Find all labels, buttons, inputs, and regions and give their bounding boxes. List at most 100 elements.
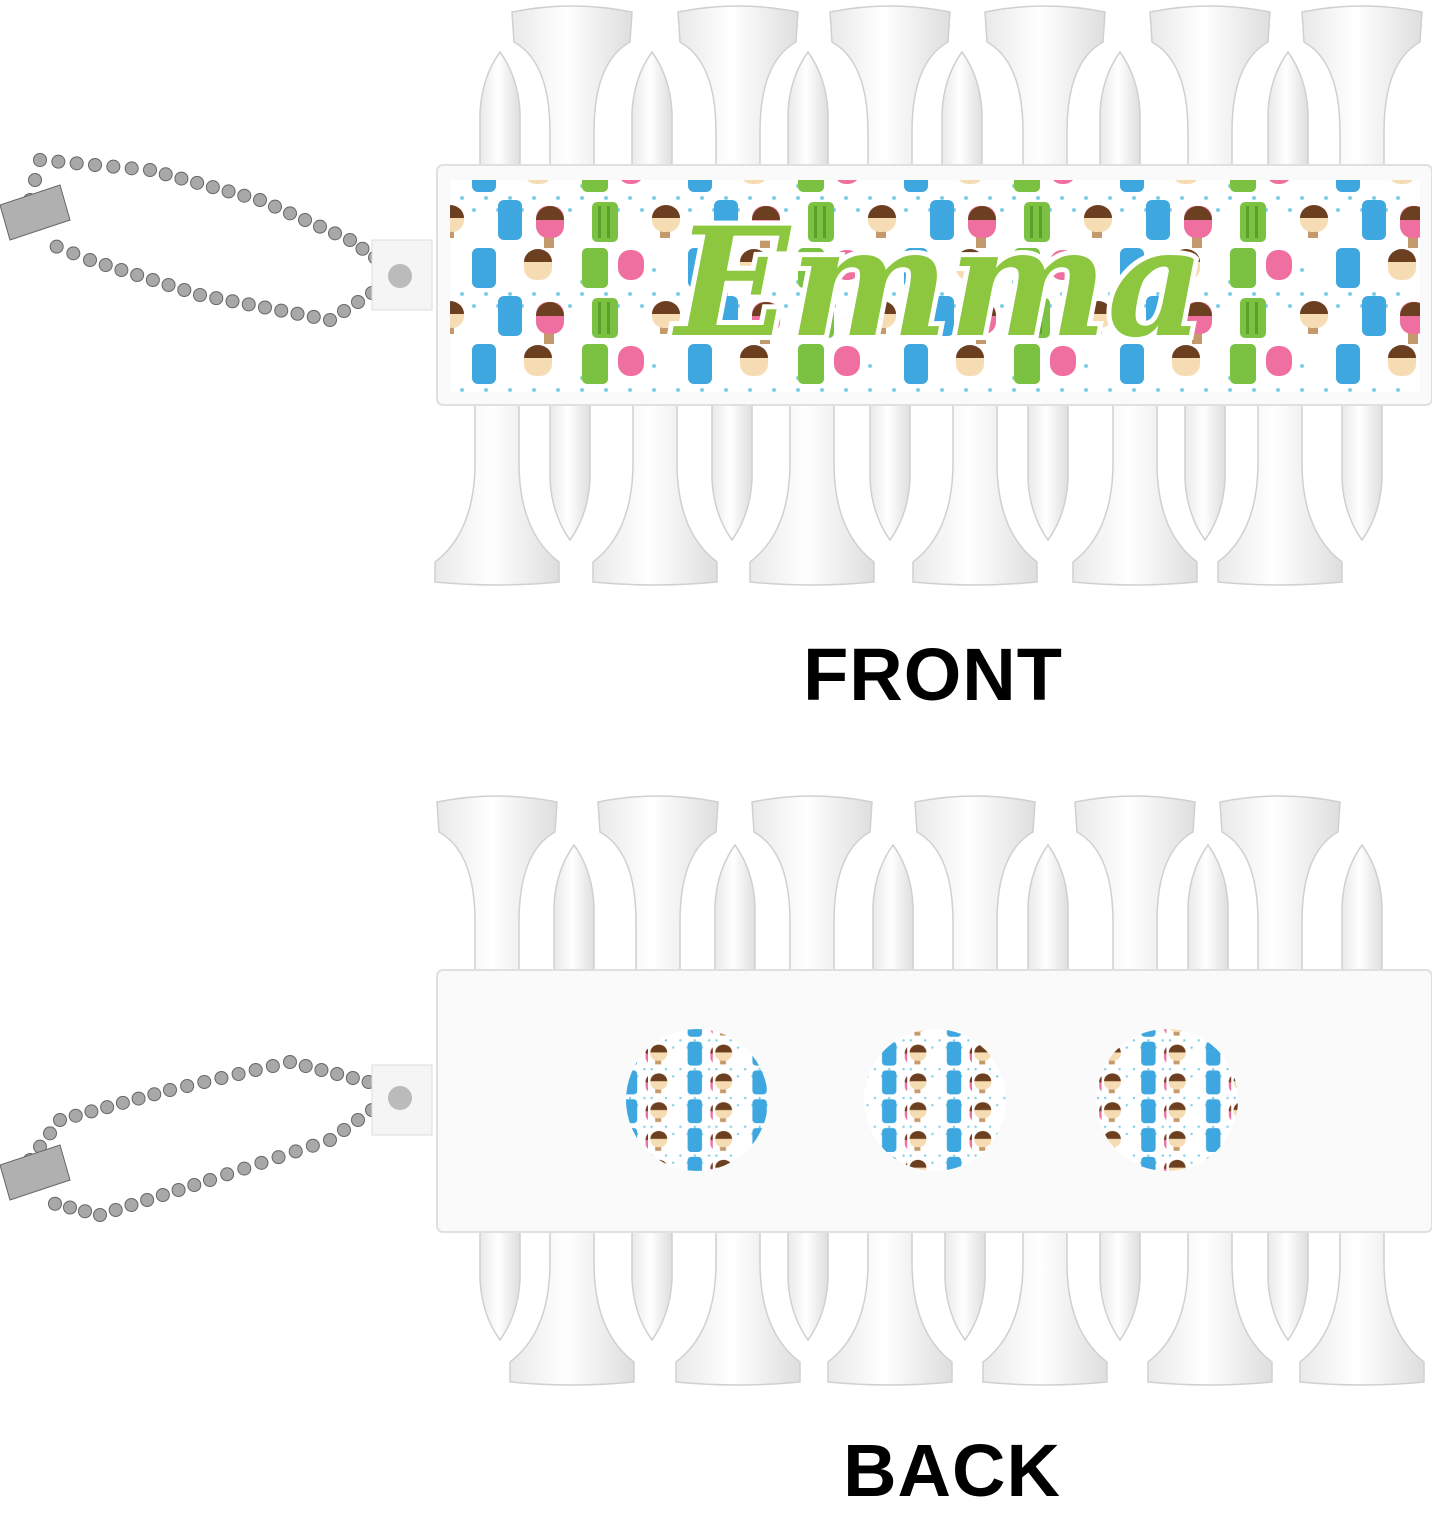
chain-bead <box>180 1079 195 1093</box>
chain-bead <box>323 1133 337 1147</box>
big-tee <box>1074 795 1196 1001</box>
big-tee <box>597 795 719 1001</box>
chain-bead <box>171 1183 186 1197</box>
chain-bead <box>337 304 351 318</box>
pointed-tee <box>1027 379 1069 542</box>
pattern-circle-1 <box>626 1029 768 1171</box>
chain-bead <box>177 283 192 297</box>
chain-bead <box>298 1059 313 1073</box>
back-label: BACK <box>843 1429 1061 1512</box>
chain-bead <box>283 206 297 221</box>
chain-bead <box>43 1126 57 1141</box>
pointed-tee <box>1184 379 1226 542</box>
chain-bead <box>193 288 207 302</box>
chain-bead <box>237 188 252 203</box>
chain-bead <box>108 1203 123 1217</box>
chain-bead <box>63 1200 77 1215</box>
chain-bead <box>163 1083 177 1097</box>
chain-bead <box>115 1095 130 1110</box>
chain-bead <box>231 1067 246 1081</box>
chain-bead <box>298 213 312 227</box>
chain-bead <box>68 1108 83 1123</box>
chain-bead <box>143 163 157 177</box>
pointed-tee <box>1267 1199 1309 1342</box>
big-tee <box>914 795 1036 1001</box>
chain-bead <box>174 171 189 186</box>
big-tee <box>511 5 633 201</box>
chain-bead <box>203 1173 217 1187</box>
chain-bead <box>306 309 321 324</box>
big-tee <box>829 5 951 201</box>
chain-bead <box>290 306 305 321</box>
pointed-tee <box>787 1199 829 1342</box>
chain-bead <box>88 158 102 172</box>
chain-bead <box>330 1067 345 1081</box>
big-tee <box>912 379 1038 586</box>
chain-bead <box>237 1161 252 1176</box>
chain-bead <box>130 268 145 282</box>
pointed-tee <box>944 1199 986 1342</box>
chain-bead <box>220 1167 235 1182</box>
big-tee <box>982 1199 1108 1386</box>
chain-bead <box>190 175 205 190</box>
chain-bead <box>93 1208 107 1222</box>
chain-bead <box>305 1138 320 1153</box>
chain-bead <box>124 1198 139 1212</box>
pointed-tee <box>869 379 911 542</box>
chain-bead <box>253 193 267 207</box>
chain-bead <box>187 1178 202 1192</box>
big-tee <box>1147 1199 1273 1386</box>
chain-bead <box>337 1123 351 1137</box>
pointed-tee <box>549 379 591 542</box>
chain-bead <box>197 1075 212 1089</box>
front-ball-chain <box>0 153 407 327</box>
chain-clasp <box>0 1144 71 1201</box>
pointed-tee <box>631 1199 673 1342</box>
chain-bead <box>28 173 42 187</box>
big-tee <box>1299 1199 1425 1386</box>
chain-bead <box>265 1059 280 1073</box>
front-label: FRONT <box>803 633 1063 716</box>
personalized-name: Emma <box>672 195 1205 371</box>
chain-bead <box>145 273 160 287</box>
chain-bead <box>221 184 236 199</box>
chain-bead <box>155 1188 170 1202</box>
big-tee <box>509 1199 635 1386</box>
chain-bead <box>288 1144 303 1159</box>
chain-bead <box>147 1087 162 1102</box>
chain-bead <box>351 295 365 309</box>
chain-bead <box>214 1071 229 1085</box>
chain-bead <box>241 297 256 312</box>
chain-bead <box>323 313 337 327</box>
chain-bead <box>274 303 289 318</box>
chain-bead <box>33 153 47 167</box>
chain-clasp <box>0 184 71 241</box>
big-tee <box>827 1199 953 1386</box>
chain-bead <box>313 219 327 234</box>
chain-bead <box>84 1104 99 1119</box>
chain-bead <box>205 180 220 195</box>
big-tee <box>1217 379 1343 586</box>
chain-bead <box>66 246 81 261</box>
chain-bead <box>124 161 139 176</box>
chain-bead <box>100 1100 115 1115</box>
chain-bead <box>114 263 129 277</box>
chain-bead <box>140 1193 155 1207</box>
big-tee <box>751 795 873 1001</box>
chain-bead <box>158 167 173 182</box>
chain-bead <box>355 241 370 256</box>
pointed-tee <box>1099 1199 1141 1342</box>
big-tee <box>984 5 1106 201</box>
big-tee <box>1149 5 1271 201</box>
back-tee-holder <box>371 969 1432 1233</box>
back-ball-chain <box>0 1055 407 1222</box>
pattern-circle-2 <box>864 1029 1006 1171</box>
front-golf-tees <box>434 5 1423 586</box>
front-tee-holder: Emma <box>371 164 1432 406</box>
chain-bead <box>343 233 357 247</box>
back-golf-tees <box>436 795 1425 1386</box>
big-tee <box>749 379 875 586</box>
chain-bead <box>283 1055 297 1069</box>
chain-bead <box>69 156 84 171</box>
